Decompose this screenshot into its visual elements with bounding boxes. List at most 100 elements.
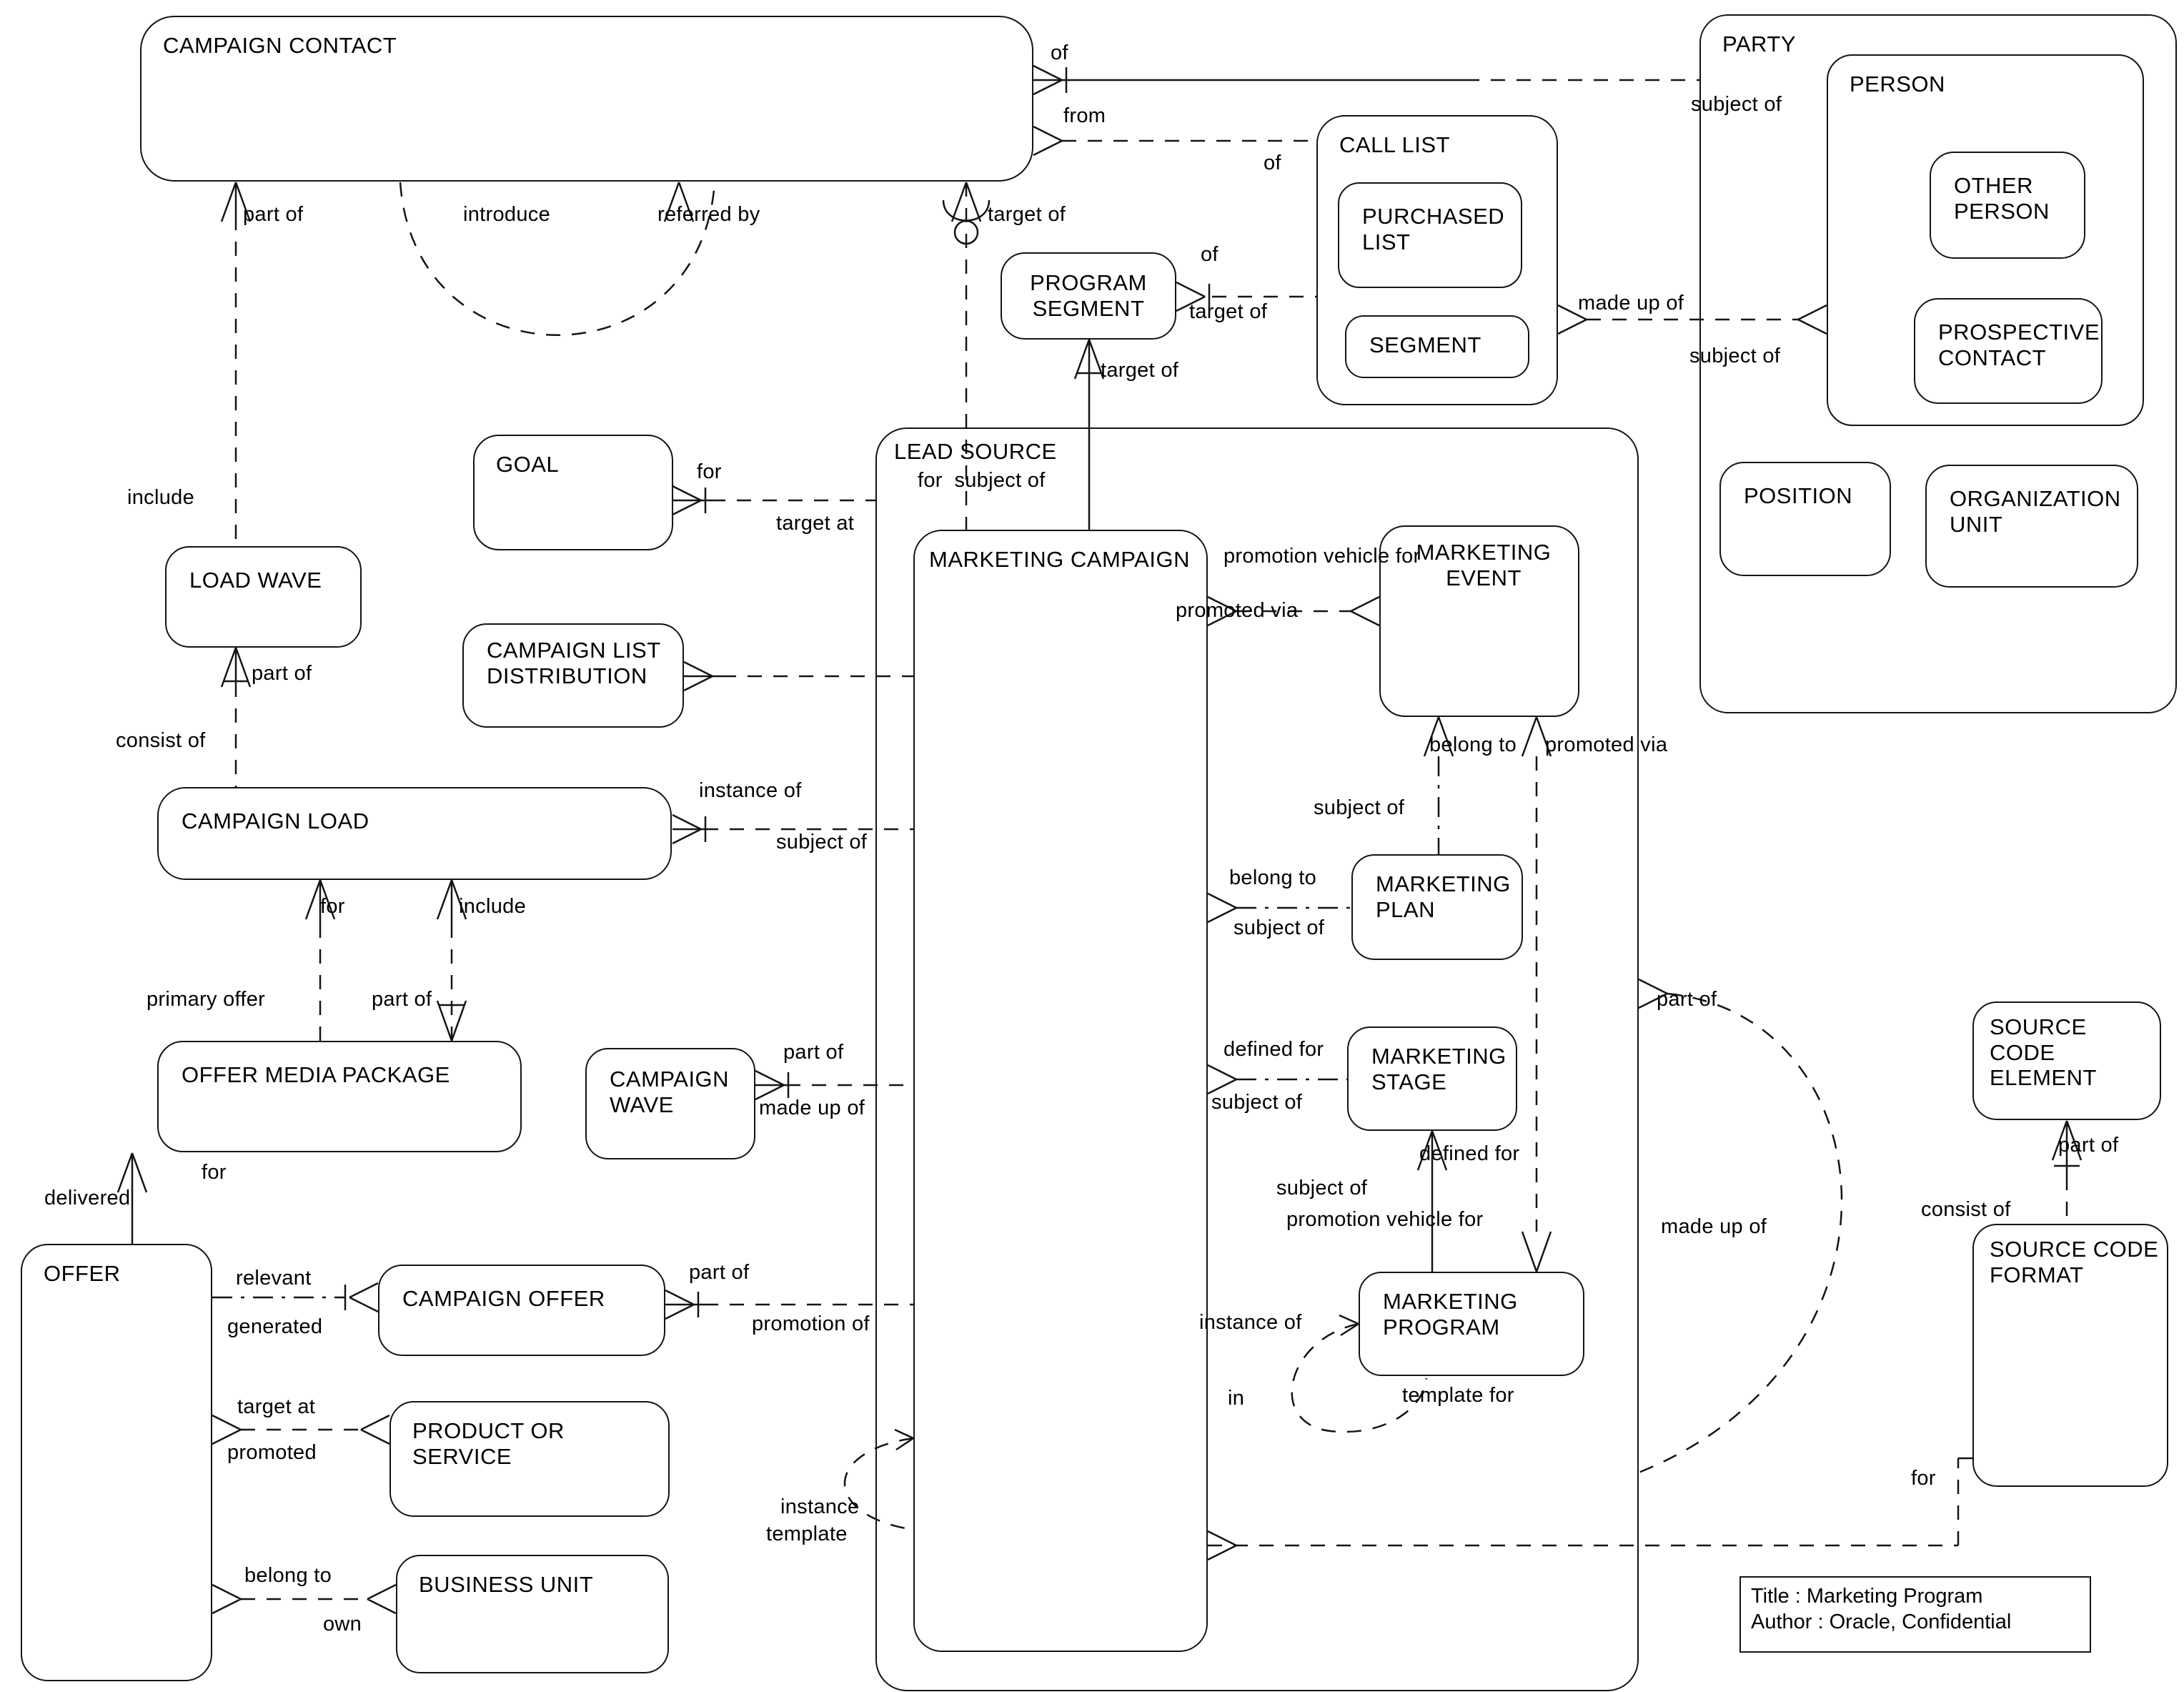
entity-label: CAMPAIGN OFFER	[402, 1286, 605, 1311]
entity-program-segment: PROGRAM SEGMENT	[1001, 252, 1176, 340]
rel-label-of-calllist: of	[1264, 152, 1281, 174]
rel-label-part-of-lw: part of	[252, 662, 312, 685]
entity-label: MARKETING EVENT	[1416, 540, 1552, 590]
entity-label: GOAL	[496, 452, 560, 477]
entity-business-unit: BUSINESS UNIT	[396, 1555, 669, 1673]
dashed-connectors	[234, 79, 2068, 1601]
entity-label: SOURCE CODE FORMAT	[1990, 1237, 2159, 1287]
entity-label: LEAD SOURCE	[894, 439, 1057, 464]
rel-label-subject-of-person: subject of	[1689, 345, 1781, 367]
entity-label: OFFER	[44, 1261, 121, 1286]
rel-label-defined-for-mstage: defined for	[1223, 1038, 1324, 1061]
rel-label-referred-by: referred by	[657, 203, 760, 226]
entity-label: OFFER MEDIA PACKAGE	[182, 1062, 450, 1087]
entity-party: PARTY	[1699, 14, 2177, 713]
rel-label-instance-mc: instance	[780, 1495, 860, 1518]
rel-label-instance-of-mprog: instance of	[1199, 1311, 1302, 1334]
rel-label-for-scf: for	[1911, 1467, 1936, 1490]
rel-label-part-of-sce: part of	[2058, 1134, 2119, 1157]
rel-label-template-mc: template	[766, 1523, 848, 1545]
entity-label: PRODUCT OR SERVICE	[412, 1418, 565, 1469]
entity-source-code-format: SOURCE CODE FORMAT	[1972, 1224, 2168, 1487]
rel-label-for-subject-of-ls: for subject of	[918, 469, 1046, 492]
rel-label-target-of-ps-right: target of	[1189, 300, 1268, 323]
rel-label-promotion-vehicle-for-mprog: promotion vehicle for	[1286, 1208, 1484, 1231]
entity-campaign-contact: CAMPAIGN CONTACT	[140, 16, 1033, 182]
solid-connectors	[116, 64, 2083, 1615]
entity-campaign-load: CAMPAIGN LOAD	[157, 787, 672, 880]
entity-marketing-stage: MARKETING STAGE	[1347, 1026, 1517, 1131]
rel-label-belong-to-bu: belong to	[244, 1564, 332, 1587]
dashdot-connectors	[212, 756, 1440, 1299]
entity-label: SEGMENT	[1369, 332, 1481, 357]
rel-label-promotion-of: promotion of	[752, 1312, 870, 1335]
rel-label-made-up-of-cw: made up of	[759, 1097, 865, 1119]
rel-label-subject-of-mplan: subject of	[1234, 916, 1325, 939]
entity-load-wave: LOAD WAVE	[165, 546, 362, 648]
entity-lead-source: LEAD SOURCE	[875, 427, 1639, 1691]
rel-label-subject-of-mprog: subject of	[1276, 1177, 1368, 1199]
rel-label-subject-of-mplan-top: subject of	[1314, 796, 1405, 819]
entity-label: LOAD WAVE	[189, 568, 322, 593]
entity-organization-unit: ORGANIZATION UNIT	[1925, 465, 2138, 588]
rel-label-subject-of-mstage: subject of	[1211, 1091, 1303, 1114]
entity-label: PERSON	[1850, 71, 1945, 97]
entity-label: CAMPAIGN LOAD	[182, 808, 369, 833]
rel-label-own-bu: own	[323, 1613, 362, 1636]
rel-label-include-cl: include	[459, 895, 526, 918]
entity-label: CAMPAIGN WAVE	[610, 1067, 730, 1117]
entity-label: PROSPECTIVE CONTACT	[1938, 320, 2100, 370]
rel-label-target-at-offer: target at	[237, 1395, 316, 1418]
entity-purchased-list: PURCHASED LIST	[1338, 182, 1522, 288]
rel-label-target-of-ps-bottom: target of	[1101, 359, 1179, 382]
entity-offer: OFFER	[21, 1244, 212, 1681]
entity-goal: GOAL	[473, 435, 673, 550]
rel-label-for-cl: for	[320, 895, 345, 918]
entity-offer-media-package: OFFER MEDIA PACKAGE	[157, 1041, 522, 1152]
rel-label-target-at-goal: target at	[776, 512, 855, 535]
entity-label: CALL LIST	[1339, 132, 1450, 157]
rel-label-include-lw: include	[127, 486, 194, 509]
rel-label-promoted-offer: promoted	[227, 1441, 317, 1464]
rel-label-made-up-of-ls-arc: made up of	[1661, 1215, 1767, 1238]
entity-label: MARKETING STAGE	[1371, 1044, 1507, 1094]
entity-campaign-list-distribution: CAMPAIGN LIST DISTRIBUTION	[462, 623, 684, 728]
entity-label: ORGANIZATION UNIT	[1950, 486, 2121, 537]
rel-label-relevant: relevant	[236, 1267, 312, 1290]
rel-label-part-of-cw: part of	[783, 1041, 844, 1064]
entity-label: CAMPAIGN CONTACT	[163, 33, 397, 58]
title-block: Title : Marketing Program Author : Oracl…	[1739, 1576, 2091, 1653]
rel-label-of-party: of	[1051, 41, 1068, 64]
exclusive-circle-symbol	[953, 219, 979, 245]
entity-segment: SEGMENT	[1345, 315, 1529, 378]
rel-label-from: from	[1063, 104, 1106, 127]
entity-label: MARKETING PLAN	[1376, 871, 1511, 922]
rel-label-consist-of-cl: consist of	[116, 729, 206, 752]
title-line: Title : Marketing Program	[1751, 1585, 1983, 1608]
rel-label-for-omp: for	[202, 1161, 227, 1184]
rel-label-template-for: template for	[1402, 1384, 1514, 1407]
entity-marketing-plan: MARKETING PLAN	[1351, 854, 1523, 960]
entity-campaign-offer: CAMPAIGN OFFER	[378, 1265, 665, 1356]
entity-prospective-contact: PROSPECTIVE CONTACT	[1914, 298, 2103, 404]
entity-label: PROGRAM SEGMENT	[1030, 270, 1147, 321]
rel-label-part-of-ls-arc: part of	[1657, 988, 1717, 1011]
rel-label-in-mc: in	[1228, 1387, 1245, 1410]
entity-marketing-event: MARKETING EVENT	[1379, 525, 1579, 717]
entity-position: POSITION	[1719, 462, 1891, 576]
entity-label: MARKETING CAMPAIGN	[929, 547, 1190, 572]
rel-label-part-of-cc: part of	[243, 203, 304, 226]
entity-other-person: OTHER PERSON	[1930, 152, 2085, 259]
rel-label-consist-of-scf: consist of	[1921, 1198, 2011, 1221]
entity-label: OTHER PERSON	[1954, 173, 2050, 224]
rel-label-introduce: introduce	[463, 203, 550, 226]
entity-label: POSITION	[1744, 483, 1853, 508]
rel-label-made-up-of-person: made up of	[1578, 292, 1684, 315]
entity-source-code-element: SOURCE CODE ELEMENT	[1972, 1001, 2161, 1120]
rel-label-belong-to-mplan: belong to	[1229, 866, 1317, 889]
rel-label-part-of-co: part of	[689, 1261, 750, 1284]
rel-label-target-of-cc: target of	[988, 203, 1066, 226]
entity-label: MARKETING PROGRAM	[1383, 1289, 1518, 1340]
